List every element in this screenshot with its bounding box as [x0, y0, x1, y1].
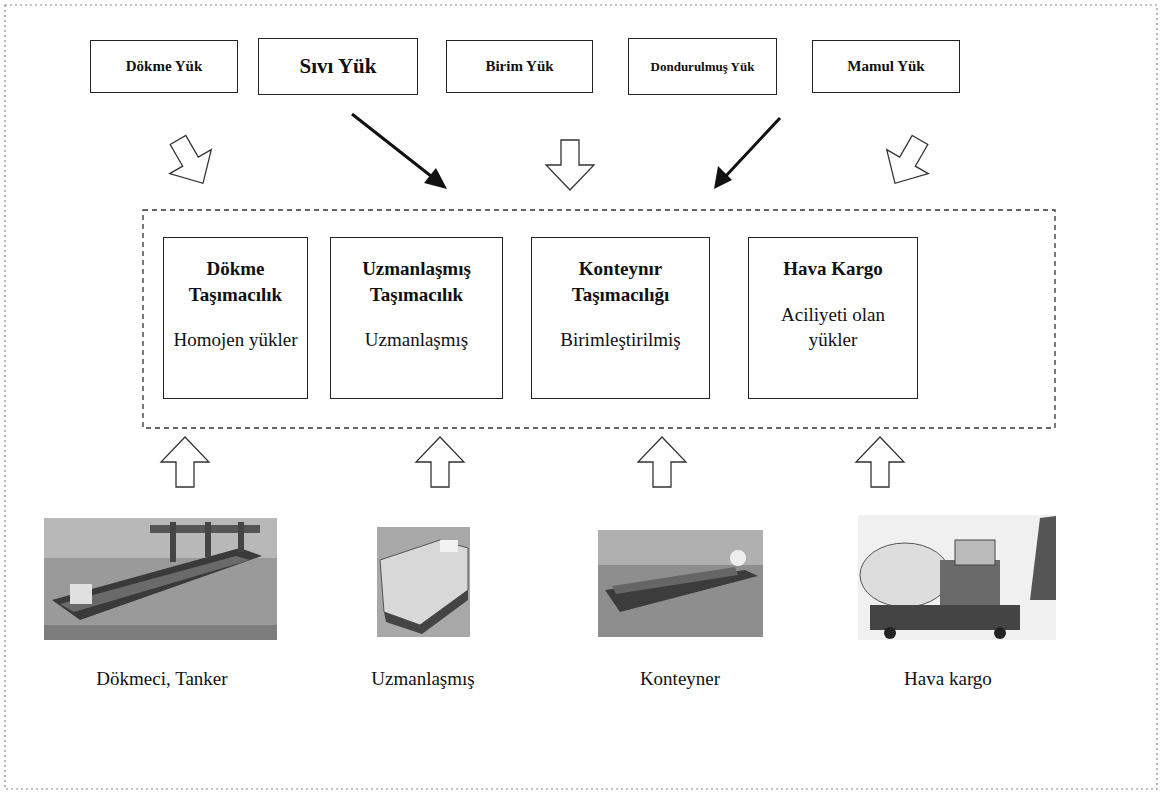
- box-heading: Birim Yük: [485, 58, 553, 75]
- ship-photo: [598, 530, 763, 637]
- cargo-type-box: Mamul Yük: [812, 40, 960, 93]
- box-heading: Dondurulmuş Yük: [651, 59, 755, 75]
- photo-caption: Dökmeci, Tanker: [96, 668, 227, 690]
- box-heading: Uzmanlaşmış Taşımacılık: [339, 256, 494, 307]
- transport-box: Uzmanlaşmış TaşımacılıkUzmanlaşmış: [330, 237, 503, 399]
- photo-caption: Hava kargo: [904, 668, 992, 690]
- ship-photo: [44, 518, 277, 640]
- photo-caption: Uzmanlaşmış: [371, 668, 474, 690]
- box-body: Aciliyeti olan yükler: [757, 302, 909, 353]
- box-heading: Dökme Yük: [126, 58, 203, 75]
- cargo-photo: [858, 515, 1056, 640]
- hollow-arrow: [161, 437, 904, 487]
- cargo-type-box: Dökme Yük: [90, 40, 238, 93]
- solid-arrow: [352, 114, 780, 189]
- box-body: Homojen yükler: [173, 327, 297, 353]
- box-heading: Dökme Taşımacılık: [172, 256, 299, 307]
- cargo-type-box: Sıvı Yük: [258, 38, 418, 95]
- box-body: Uzmanlaşmış: [365, 327, 468, 353]
- cargo-type-box: Dondurulmuş Yük: [628, 38, 777, 95]
- photo-caption: Konteyner: [640, 668, 720, 690]
- box-heading: Konteynır Taşımacılığı: [540, 256, 701, 307]
- outer-frame: [5, 5, 1157, 789]
- hollow-arrow: [157, 128, 941, 195]
- cargo-type-box: Birim Yük: [446, 40, 593, 93]
- box-heading: Hava Kargo: [783, 256, 883, 282]
- box-heading: Sıvı Yük: [300, 54, 377, 79]
- ship-photo: [377, 527, 470, 637]
- group-frame: [143, 210, 1055, 428]
- box-body: Birimleştirilmiş: [560, 327, 680, 353]
- transport-box: Dökme TaşımacılıkHomojen yükler: [163, 237, 308, 399]
- box-heading: Mamul Yük: [847, 58, 924, 75]
- transport-box: Konteynır TaşımacılığıBirimleştirilmiş: [531, 237, 710, 399]
- transport-box: Hava KargoAciliyeti olan yükler: [748, 237, 918, 399]
